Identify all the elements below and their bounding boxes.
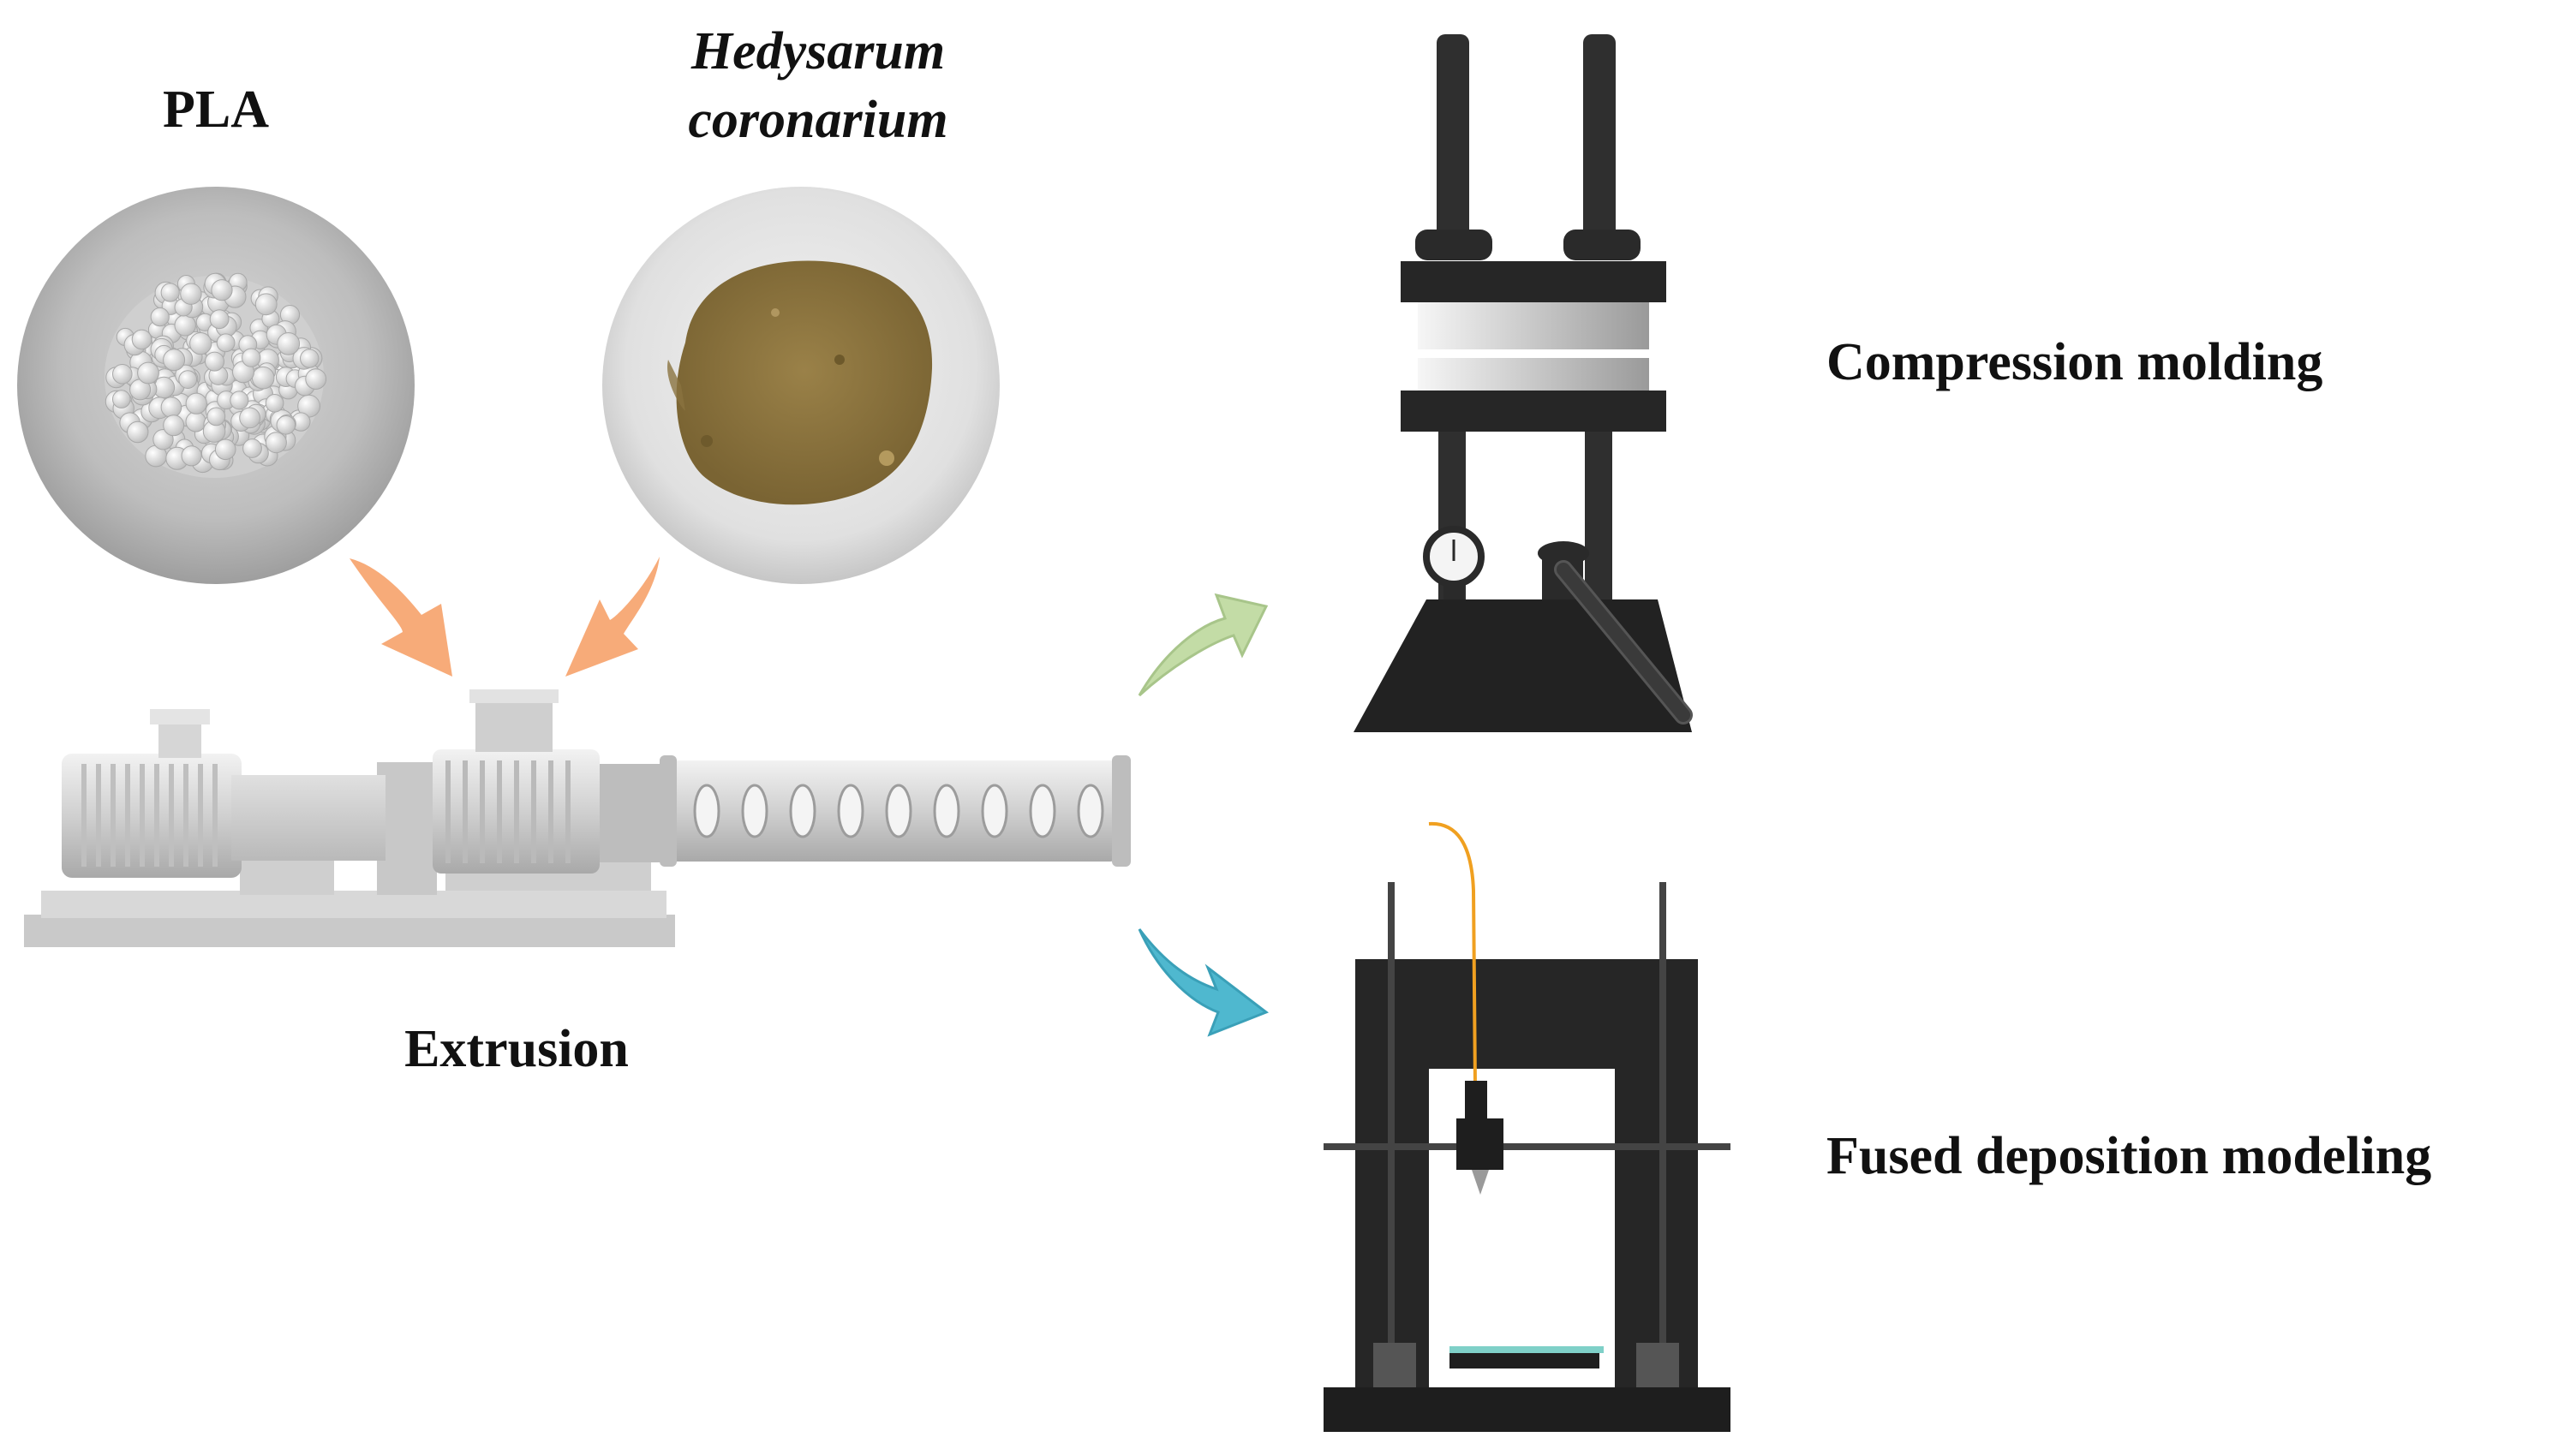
3d-printer <box>1324 821 1730 1432</box>
hedysarum-powder-photo <box>602 187 1000 584</box>
hedysarum-label-line2: coronarium <box>688 91 947 149</box>
screw-flights <box>693 784 1104 838</box>
extrusion-label: Extrusion <box>404 1020 629 1078</box>
extruder-machine <box>24 689 1131 947</box>
fdm-arrow <box>1138 928 1270 1037</box>
hedysarum-input-arrow <box>565 557 660 677</box>
pla-label: PLA <box>163 80 269 139</box>
fdm-label: Fused deposition modeling <box>1826 1127 2431 1185</box>
compression-press <box>1354 34 1693 732</box>
pla-pellets-photo <box>17 187 415 584</box>
compression-arrow <box>1138 593 1269 697</box>
gearbox-fins <box>445 760 571 863</box>
compression-label: Compression molding <box>1826 333 2322 391</box>
pellet-cluster <box>105 272 327 474</box>
motor-fins <box>81 764 218 867</box>
pla-input-arrow <box>350 558 452 677</box>
hedysarum-label-line1: Hedysarum <box>690 22 945 80</box>
